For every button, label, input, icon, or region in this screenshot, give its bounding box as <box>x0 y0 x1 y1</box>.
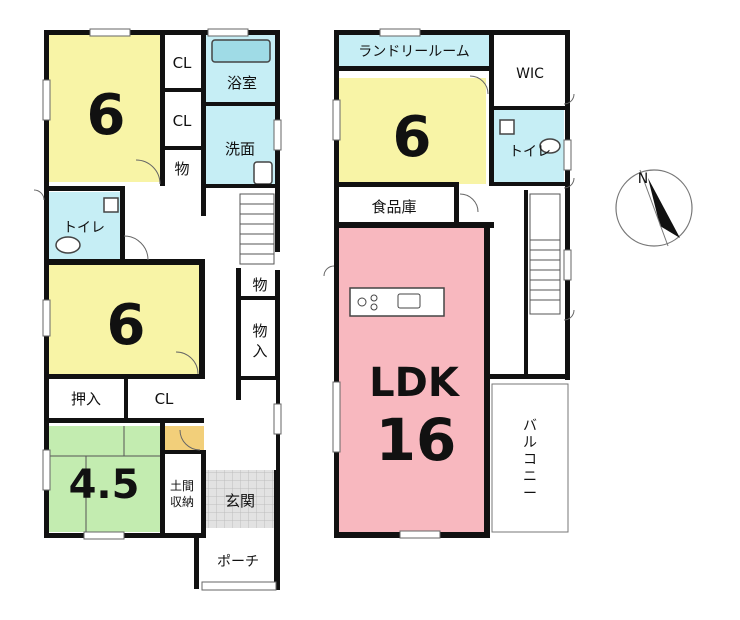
laundry-fill <box>338 34 490 68</box>
wash-basin-icon <box>253 161 273 185</box>
floor-1-walls <box>44 30 280 590</box>
bedroom-top-fill <box>48 34 164 182</box>
tatami-strip <box>164 426 204 450</box>
toilet-1-icon <box>55 236 81 254</box>
floor-1 <box>33 28 282 591</box>
balcony-area <box>491 383 569 533</box>
storage-in-label-1: 物 <box>252 322 267 340</box>
doma-label-2: 収納 <box>170 495 194 509</box>
porch-label: ポーチ <box>217 554 259 570</box>
bedroom-2-size: 6 <box>393 105 432 170</box>
floor-2 <box>323 28 575 539</box>
ldk-fill <box>338 226 488 532</box>
genkan-label: 玄関 <box>225 492 255 510</box>
cl-top-label: CL <box>173 54 192 72</box>
compass-north: N <box>638 171 648 187</box>
bedroom-mid-size: 6 <box>107 293 146 358</box>
wic-label: WIC <box>516 66 544 82</box>
genkan-fill <box>206 470 276 528</box>
doma-label-1: 土間 <box>170 479 194 493</box>
tatami-mat-lines <box>48 426 164 532</box>
bath-label: 浴室 <box>227 74 257 92</box>
north-arrow-icon <box>648 178 680 238</box>
toilet-2-label: トイレ <box>509 144 551 160</box>
floor-1-windows <box>42 28 282 591</box>
bedroom-2-fill <box>338 78 486 184</box>
toilet-2-icon <box>539 138 561 154</box>
floor-2-doors <box>323 75 575 321</box>
bathtub-icon <box>211 39 271 63</box>
tatami-size: 4.5 <box>69 462 140 508</box>
floor-2-windows <box>332 28 572 539</box>
ldk-size: 16 <box>376 406 457 474</box>
stairs-1 <box>239 193 275 265</box>
cl-mid-fill <box>164 92 204 148</box>
bedroom-top-size: 6 <box>87 83 126 148</box>
balcony-label: バルコニー <box>523 418 537 502</box>
pantry-label: 食品庫 <box>371 198 416 216</box>
wash-label: 洗面 <box>225 140 255 158</box>
bedroom-mid-fill <box>48 264 204 374</box>
compass: N <box>615 169 693 247</box>
toilet-1-basin <box>103 197 119 213</box>
storage-in-label-2: 入 <box>252 342 267 360</box>
cl-mid-label: CL <box>173 112 192 130</box>
labels: 6 CL CL 浴室 洗面 物 トイレ 6 物 物 入 押入 CL 4.5 土間… <box>63 44 551 570</box>
tatami-fill <box>48 426 164 532</box>
balcony-text: バルコニー <box>523 418 537 502</box>
laundry-label: ランドリールーム <box>358 44 470 60</box>
cl-top-fill <box>164 34 204 90</box>
oshiire-label: 押入 <box>71 390 101 408</box>
stairs-2 <box>529 193 561 315</box>
storage-small-label: 物 <box>174 160 189 178</box>
kitchen-counter-icon <box>349 287 445 317</box>
toilet-1-label: トイレ <box>63 220 105 236</box>
ldk-label: LDK <box>369 360 461 406</box>
storage-stair-label: 物 <box>252 276 267 294</box>
floor-1-doors <box>33 159 201 451</box>
cl-bottom-label: CL <box>155 390 174 408</box>
